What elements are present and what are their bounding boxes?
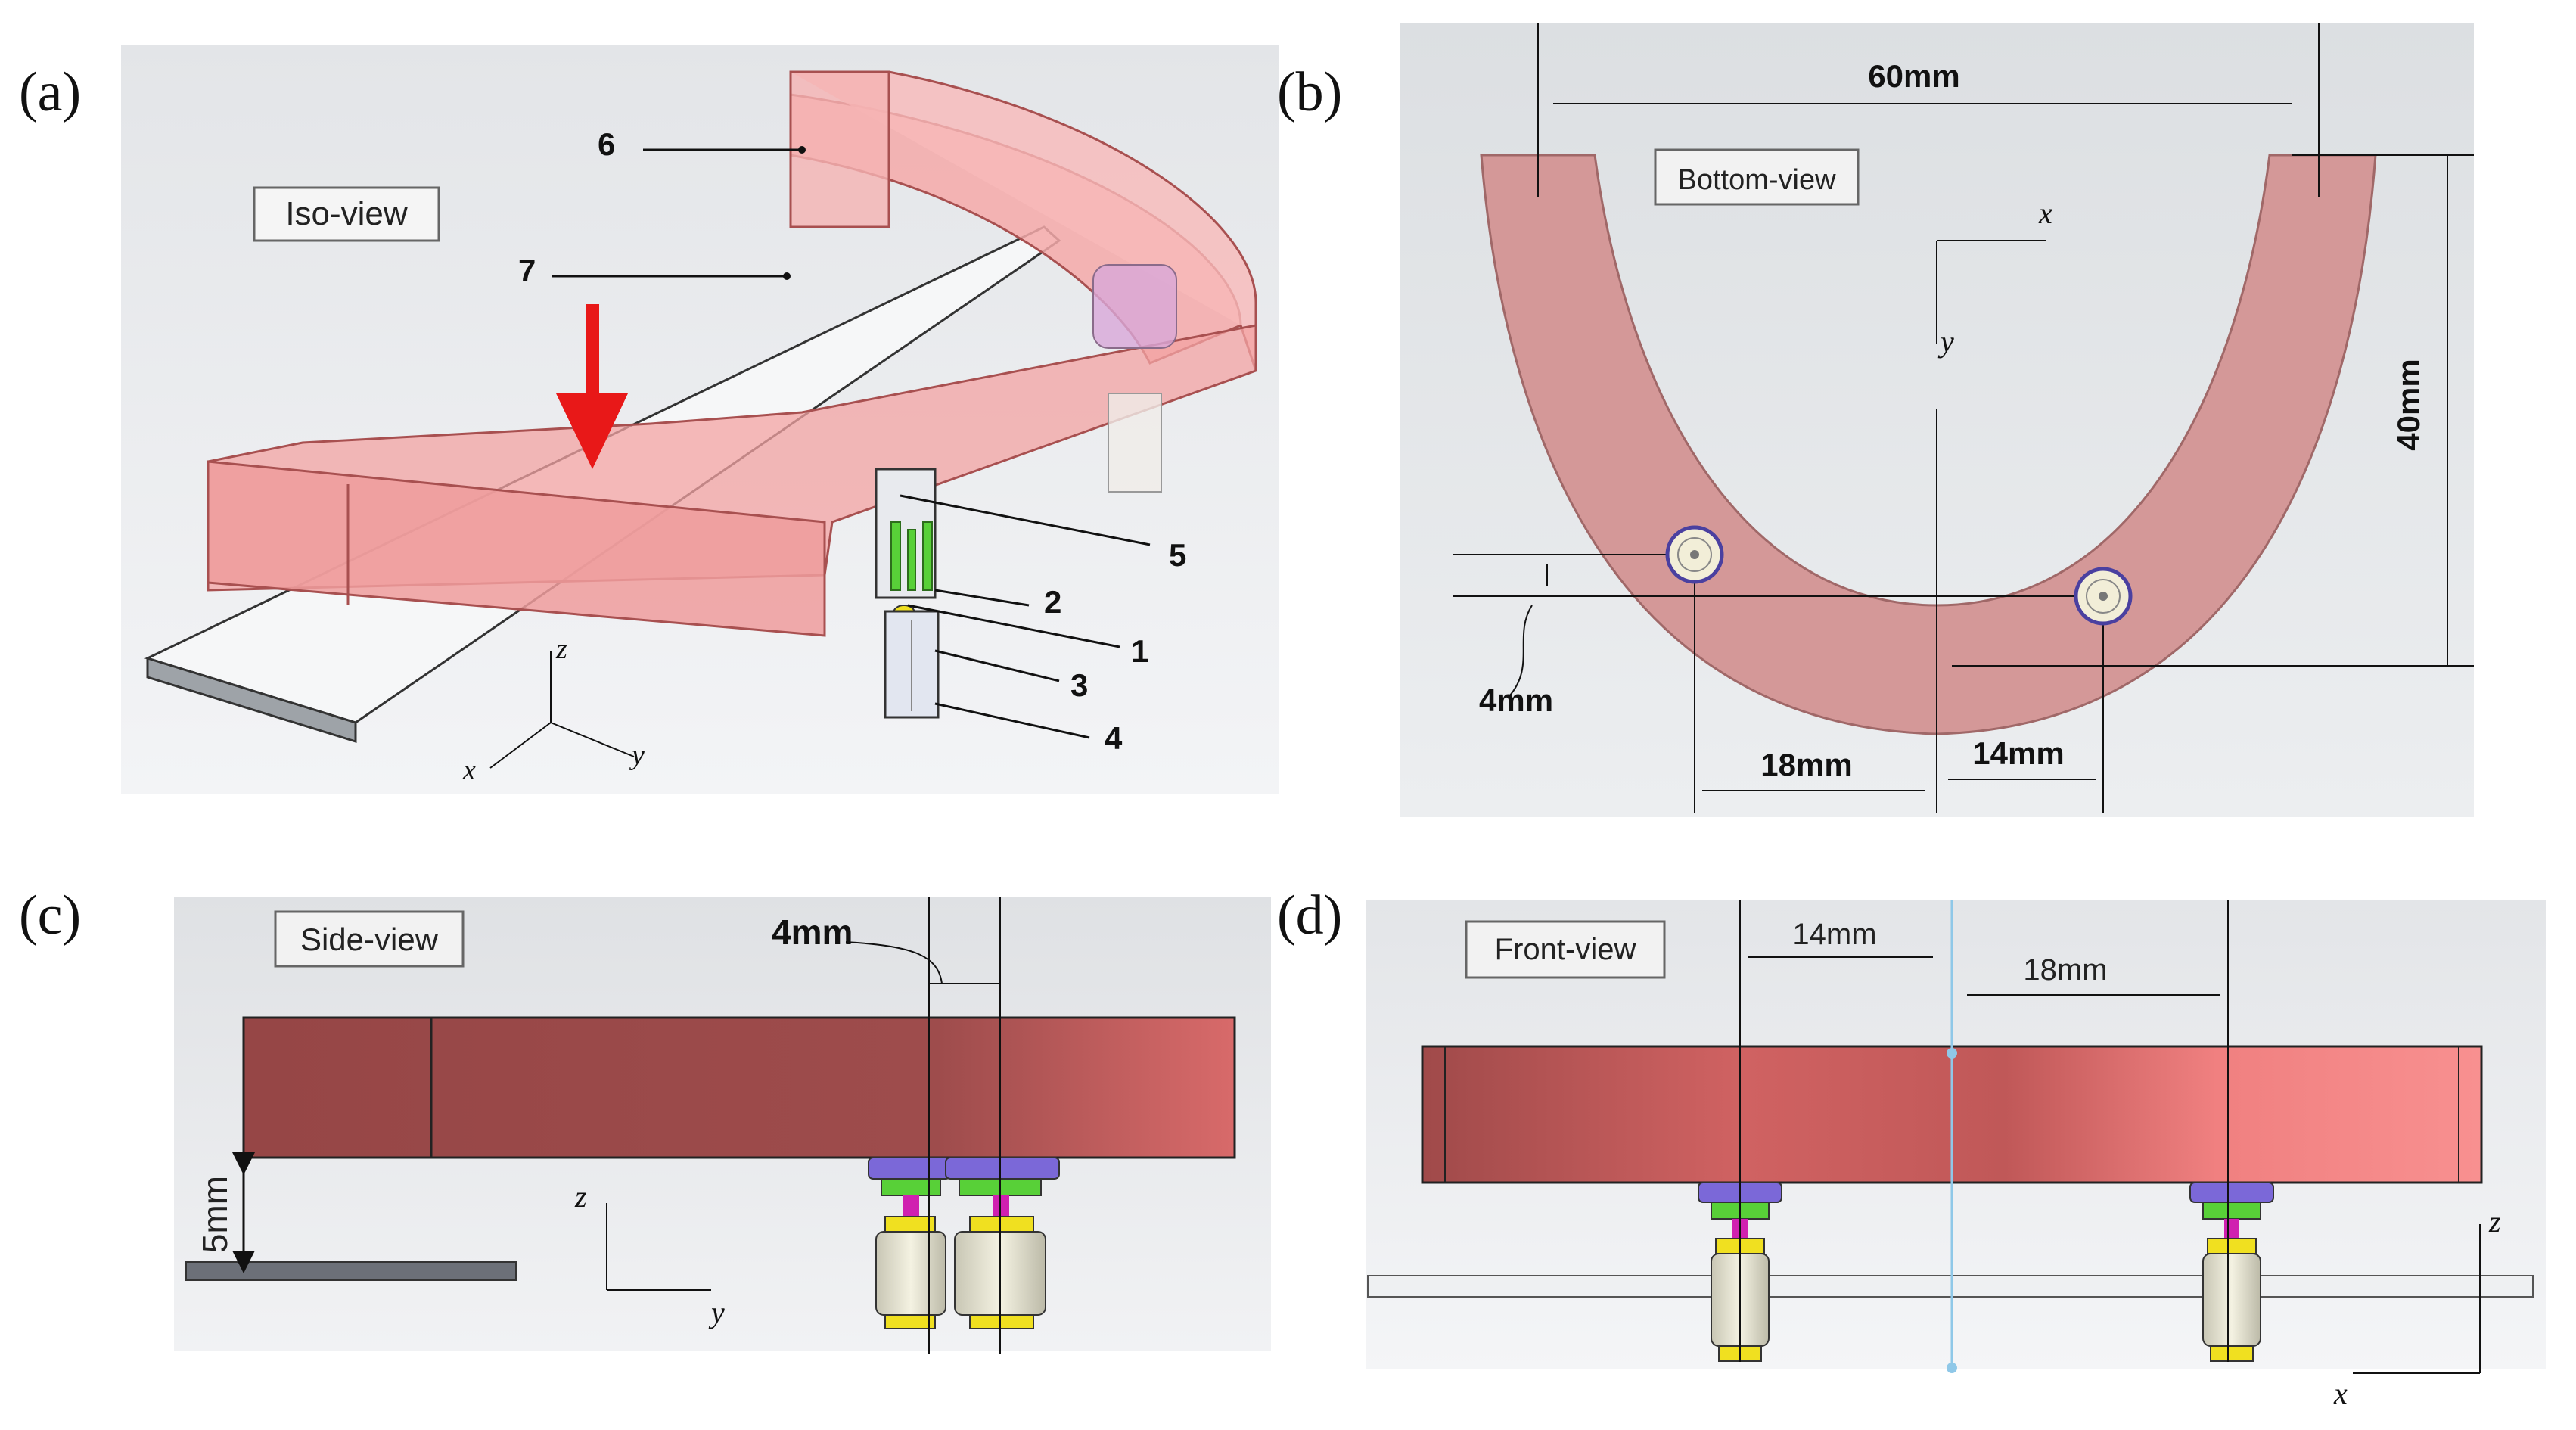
- side-view-box: [274, 910, 465, 968]
- dim-b-40mm: 40mm: [2391, 359, 2426, 450]
- axis-a-y: y: [629, 739, 645, 771]
- block-u-inner: [791, 70, 1257, 371]
- dim-b-18mm: 18mm: [1760, 747, 1852, 782]
- callout-6: 6: [598, 126, 615, 162]
- front-sensor-right: [2189, 1182, 2274, 1362]
- axis-c-z: z: [574, 1180, 587, 1214]
- callout-1: 1: [1131, 633, 1148, 669]
- bottom-view-label: Bottom-view: [1677, 164, 1836, 196]
- load-arrow-shaft: [586, 304, 599, 395]
- side-sensor-left: [868, 1157, 951, 1329]
- panel-b-drawing: Bottom-view 60mm 40mm 4mm 18mm 14mm x y: [1453, 23, 2474, 813]
- dim-b-4mm: 4mm: [1479, 682, 1553, 718]
- callout-7: 7: [518, 253, 536, 288]
- side-block: [242, 1016, 1236, 1159]
- panel-c-drawing: Side-view 4mm 5mm z y: [185, 897, 1236, 1354]
- panel-c-letter: (c): [19, 884, 82, 947]
- load-arrow-head: [556, 393, 628, 469]
- side-sensor-right: [945, 1157, 1060, 1329]
- panel-b-letter: (b): [1277, 61, 1343, 123]
- axis-d-x: x: [2333, 1376, 2348, 1410]
- axis-b-x: x: [2038, 196, 2052, 230]
- axis-a-x: x: [462, 754, 476, 786]
- bottom-u-block: [1480, 154, 2377, 735]
- axis-b-y: y: [1937, 325, 1954, 359]
- dim-c-4mm: 4mm: [772, 912, 853, 952]
- panel-d-drawing: Front-view 14mm 18mm z x: [1367, 900, 2534, 1410]
- block-front-face: [207, 460, 826, 637]
- dim-b-60mm: 60mm: [1868, 58, 1959, 94]
- callout-2: 2: [1044, 584, 1061, 620]
- callout-5: 5: [1169, 537, 1186, 573]
- axis-c-y: y: [708, 1295, 725, 1329]
- block-end-face: [789, 70, 890, 228]
- iso-view-box: [253, 186, 440, 242]
- bottom-view-box: [1654, 148, 1860, 206]
- panel-d-letter: (d): [1277, 884, 1343, 947]
- front-plate: [1367, 1275, 2534, 1298]
- axis-d-z: z: [2488, 1205, 2501, 1239]
- iso-view-label: Iso-view: [285, 195, 408, 232]
- panel-a-drawing: Iso-view 6 7 5 2 1 3 4 z y x: [144, 70, 1257, 786]
- plate-edge: [146, 656, 357, 744]
- panel-a-letter: (a): [19, 61, 82, 123]
- side-plate: [185, 1261, 517, 1281]
- front-view-label: Front-view: [1495, 933, 1636, 966]
- side-view-label: Side-view: [300, 922, 439, 957]
- front-view-box: [1465, 920, 1666, 979]
- dim-c-5mm: 5mm: [195, 1176, 235, 1253]
- dim-d-18mm: 18mm: [2023, 953, 2107, 987]
- callout-3: 3: [1070, 667, 1088, 703]
- dim-b-14mm: 14mm: [1972, 735, 2064, 771]
- dim-d-14mm: 14mm: [1792, 918, 1876, 951]
- axis-a-z: z: [555, 633, 567, 665]
- callout-4: 4: [1105, 720, 1123, 756]
